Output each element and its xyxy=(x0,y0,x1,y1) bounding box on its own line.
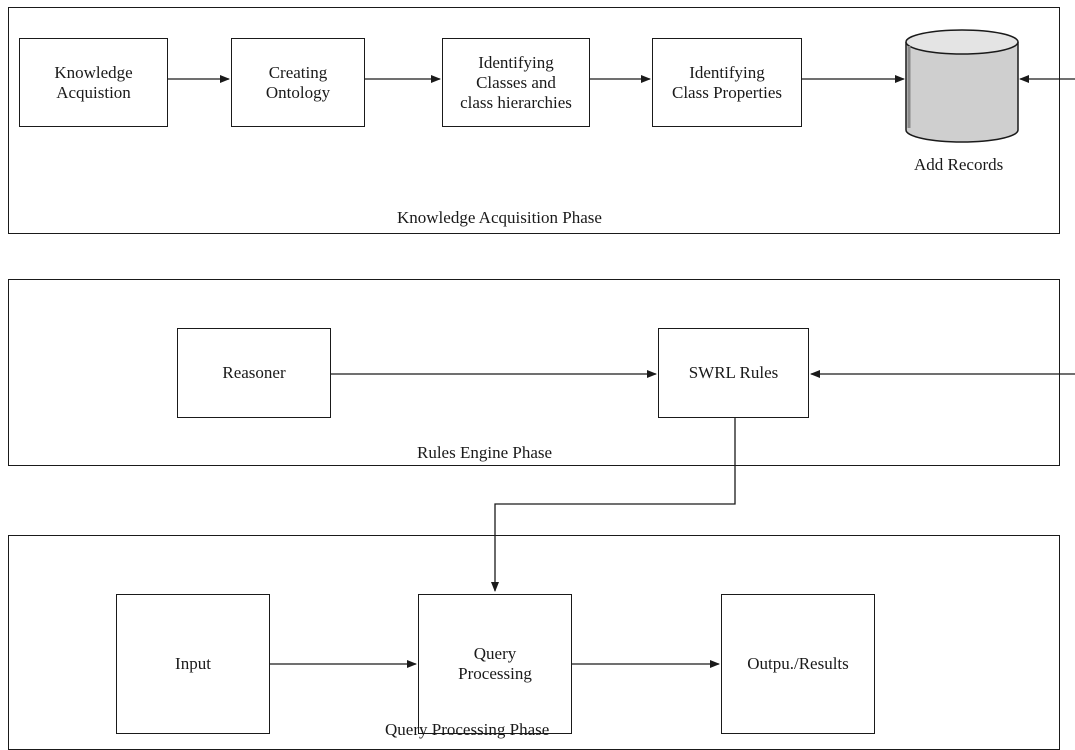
node-identifying-classes: Identifying Classes and class hierarchie… xyxy=(442,38,590,127)
node-reasoner: Reasoner xyxy=(177,328,331,418)
node-query-processing: Query Processing xyxy=(418,594,572,734)
label-rules-engine-phase: Rules Engine Phase xyxy=(417,443,553,462)
database-icon xyxy=(905,29,1019,143)
node-creating-ontology: Creating Ontology xyxy=(231,38,365,127)
node-identifying-properties: Identifying Class Properties xyxy=(652,38,802,127)
label-knowledge-acquisition-phase: Knowledge Acquisition Phase xyxy=(397,208,602,227)
node-knowledge-acquisition: Knowledge Acquistion xyxy=(19,38,168,127)
knowledge-acquisition-phase xyxy=(8,7,1060,234)
label-query-processing-phase: Query Processing Phase xyxy=(385,720,550,739)
node-swrl-rules: SWRL Rules xyxy=(658,328,809,418)
arrow-query-swrl-link xyxy=(491,410,739,592)
label-add-records: Add Records xyxy=(914,155,1004,174)
node-output-results: Outpu./Results xyxy=(721,594,875,734)
node-input: Input xyxy=(116,594,270,734)
